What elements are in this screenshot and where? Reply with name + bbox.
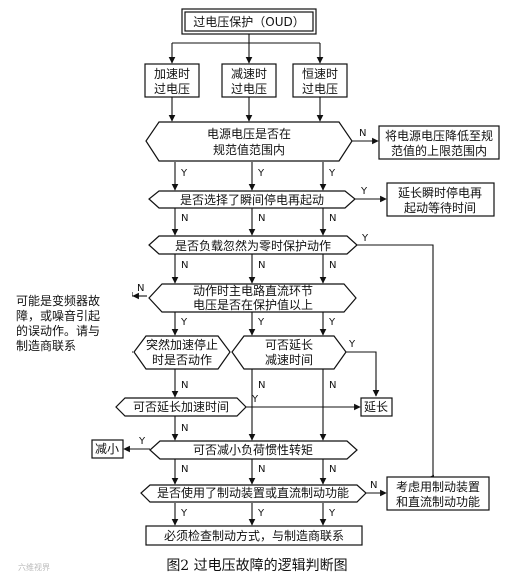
node-r-reduce: 减小	[91, 439, 124, 459]
node-r-lower-voltage: 将电源电压降低至规 范值的上限范围内	[378, 125, 500, 160]
node-title: 过电压保护（OUD）	[181, 8, 317, 35]
label-n-extend-decel-1: N	[258, 380, 265, 391]
label-n-load-2: N	[258, 260, 265, 271]
node-q-supply-voltage: 电源电压是否在 规范值范围内	[145, 121, 353, 162]
svg-text:障，或噪音引起: 障，或噪音引起	[16, 308, 100, 323]
watermark: 六维视界	[18, 562, 50, 572]
node-decel-overvoltage: 减速时 过电压	[221, 63, 277, 98]
svg-text:规范值范围内: 规范值范围内	[213, 142, 285, 157]
node-q-restart: 是否选择了瞬间停电再起动	[148, 190, 356, 209]
label-n-supply: N	[359, 128, 366, 139]
connectors	[111, 34, 434, 526]
svg-text:延长瞬时停电再: 延长瞬时停电再	[398, 185, 482, 200]
label-n-brake: N	[370, 480, 377, 491]
svg-text:是否使用了制动装置或直流制动功能: 是否使用了制动装置或直流制动功能	[157, 485, 349, 500]
svg-text:电压是否在保护值以上: 电压是否在保护值以上	[193, 297, 313, 312]
node-q-sudden-stop: 突然加速停止 时是否动作	[133, 335, 231, 370]
label-y-load-zero: Y	[361, 233, 369, 244]
node-q-brake: 是否使用了制动装置或直流制动功能	[140, 484, 367, 503]
label-n-extend-decel-2: N	[329, 380, 336, 391]
svg-text:考虑用制动装置: 考虑用制动装置	[396, 480, 480, 494]
label-n-load-3: N	[329, 260, 336, 271]
label-y-supply-1: Y	[180, 168, 188, 179]
svg-text:电源电压是否在: 电源电压是否在	[207, 127, 291, 141]
svg-text:时是否动作: 时是否动作	[152, 353, 212, 367]
node-q-extend-decel: 可否延长 减速时间	[231, 335, 347, 370]
svg-text:过电压: 过电压	[231, 82, 267, 96]
node-q-dc-link: 动作时主电路直流环节 电压是否在保护值以上	[148, 283, 357, 313]
svg-text:突然加速停止: 突然加速停止	[146, 337, 218, 352]
node-q-load-zero: 是否负载忽然为零时保护动作	[148, 235, 358, 255]
node-r-fault: 可能是变频器故 障，或噪音引起 的误动作。请与 制造商联系	[12, 290, 132, 356]
svg-text:恒速时: 恒速时	[302, 67, 338, 81]
svg-text:延长: 延长	[364, 400, 388, 414]
label-y-reduce-inertia: Y	[138, 436, 146, 447]
node-q-reduce-inertia: 可否减小负荷惯性转矩	[149, 440, 358, 460]
label-n-restart-3: N	[329, 213, 336, 224]
label-y-dc-1: Y	[180, 317, 188, 328]
label-n-reduce-3: N	[329, 464, 336, 475]
branch-labels: N Y Y Y Y N N N Y N N N N Y Y Y Y Y N Y …	[119, 128, 377, 519]
svg-text:必须检查制动方式，与制造商联系: 必须检查制动方式，与制造商联系	[164, 528, 344, 543]
label-n-restart-2: N	[258, 213, 265, 224]
svg-text:制造商联系: 制造商联系	[16, 338, 76, 353]
title-text: 过电压保护（OUD）	[193, 15, 304, 29]
node-accel-overvoltage: 加速时 过电压	[144, 63, 200, 98]
svg-text:加速时: 加速时	[154, 67, 190, 81]
svg-text:减小: 减小	[95, 442, 119, 456]
label-y-extend-decel: Y	[348, 339, 356, 350]
label-y-restart: Y	[360, 186, 368, 197]
label-n-dc-link: N	[137, 283, 144, 294]
svg-text:可否减小负荷惯性转矩: 可否减小负荷惯性转矩	[193, 442, 313, 457]
label-n-restart-1: N	[181, 213, 188, 224]
svg-text:减速时间: 减速时间	[265, 353, 313, 367]
svg-text:和直流制动功能: 和直流制动功能	[396, 495, 480, 509]
node-r-check: 必须检查制动方式，与制造商联系	[145, 525, 363, 546]
label-n-reduce-1: N	[181, 464, 188, 475]
label-y-extend-accel: Y	[251, 394, 259, 405]
svg-text:起动等待时间: 起动等待时间	[404, 201, 476, 215]
label-n-load-1: N	[181, 260, 188, 271]
node-r-extend: 延长	[360, 397, 393, 417]
label-n-reduce-2: N	[258, 464, 265, 475]
svg-text:动作时主电路直流环节: 动作时主电路直流环节	[193, 283, 313, 298]
label-y-brake-2: Y	[257, 508, 265, 519]
svg-text:范值的上限范围内: 范值的上限范围内	[391, 143, 487, 158]
label-y-brake-1: Y	[180, 508, 188, 519]
label-n-sudden-stop: N	[181, 380, 188, 391]
figure-caption: 图2 过电压故障的逻辑判断图	[166, 558, 347, 574]
node-const-overvoltage: 恒速时 过电压	[292, 63, 348, 98]
node-q-extend-accel: 可否延长加速时间	[115, 397, 247, 417]
svg-text:可否延长: 可否延长	[265, 338, 313, 352]
label-y-supply-3: Y	[328, 168, 336, 179]
svg-text:过电压: 过电压	[302, 82, 338, 96]
svg-text:减速时: 减速时	[231, 67, 267, 81]
label-y-dc-3: Y	[328, 317, 336, 328]
svg-text:过电压: 过电压	[154, 82, 190, 96]
node-r-consider: 考虑用制动装置 和直流制动功能	[386, 476, 490, 511]
svg-text:可能是变频器故: 可能是变频器故	[16, 293, 100, 308]
label-y-dc-2: Y	[257, 317, 265, 328]
label-y-brake-3: Y	[328, 508, 336, 519]
svg-text:是否负载忽然为零时保护动作: 是否负载忽然为零时保护动作	[175, 238, 331, 253]
svg-text:是否选择了瞬间停电再起动: 是否选择了瞬间停电再起动	[180, 192, 324, 207]
label-n-extend-accel: N	[181, 423, 188, 434]
svg-text:可否延长加速时间: 可否延长加速时间	[133, 400, 229, 414]
label-y-supply-2: Y	[257, 168, 265, 179]
node-r-extend-wait: 延长瞬时停电再 起动等待时间	[386, 182, 495, 217]
svg-text:的误动作。请与: 的误动作。请与	[16, 323, 100, 338]
svg-text:将电源电压降低至规: 将电源电压降低至规	[385, 128, 493, 143]
